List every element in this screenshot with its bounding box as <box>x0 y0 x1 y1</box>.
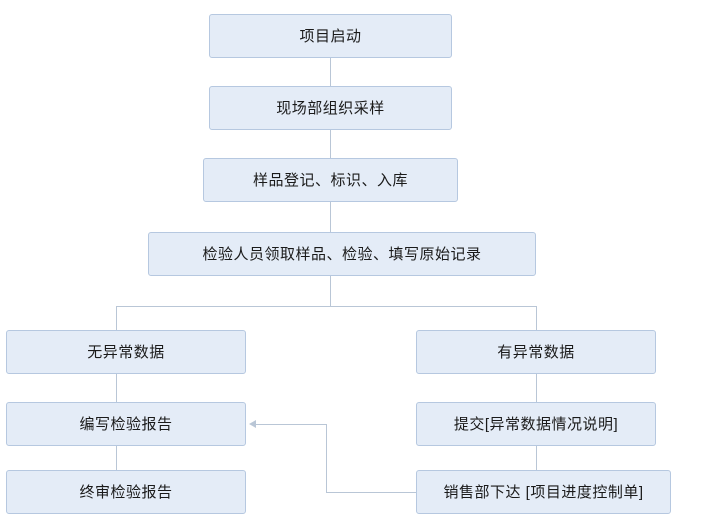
connector-n8-n10 <box>536 446 537 470</box>
node-label: 样品登记、标识、入库 <box>252 171 408 189</box>
connector-n3-n4 <box>330 202 331 232</box>
node-label: 编写检验报告 <box>79 415 173 433</box>
node-submit-abnormal-explanation[interactable]: 提交[异常数据情况说明] <box>416 402 656 446</box>
node-final-report[interactable]: 终审检验报告 <box>6 470 246 514</box>
node-label: 项目启动 <box>299 27 362 45</box>
node-field-sampling[interactable]: 现场部组织采样 <box>209 86 452 130</box>
node-has-abnormal-data[interactable]: 有异常数据 <box>416 330 656 374</box>
node-label: 销售部下达 [项目进度控制单] <box>443 483 644 501</box>
node-sample-registration[interactable]: 样品登记、标识、入库 <box>203 158 458 202</box>
connector-n5-n7 <box>116 374 117 402</box>
node-sales-dept-order[interactable]: 销售部下达 [项目进度控制单] <box>416 470 671 514</box>
connector-n10-feedback-h-top <box>256 424 326 425</box>
connector-n10-feedback-h-bottom <box>326 492 416 493</box>
connector-n6-n8 <box>536 374 537 402</box>
connector-branch-left-drop <box>116 306 117 330</box>
node-label: 无异常数据 <box>87 343 165 361</box>
node-label: 终审检验报告 <box>79 483 173 501</box>
connector-n1-n2 <box>330 58 331 86</box>
connector-branch-bar <box>116 306 536 307</box>
node-project-start[interactable]: 项目启动 <box>209 14 452 58</box>
node-no-abnormal-data[interactable]: 无异常数据 <box>6 330 246 374</box>
node-label: 提交[异常数据情况说明] <box>453 415 619 433</box>
node-label: 检验人员领取样品、检验、填写原始记录 <box>202 245 482 263</box>
connector-branch-right-drop <box>536 306 537 330</box>
arrowhead-to-n7 <box>249 420 256 428</box>
connector-n7-n9 <box>116 446 117 470</box>
node-write-report[interactable]: 编写检验报告 <box>6 402 246 446</box>
connector-n2-n3 <box>330 130 331 158</box>
node-label: 现场部组织采样 <box>276 99 385 117</box>
connector-n4-branch-stem <box>330 276 331 306</box>
node-inspection-record[interactable]: 检验人员领取样品、检验、填写原始记录 <box>148 232 536 276</box>
connector-n10-feedback-v <box>326 424 327 493</box>
node-label: 有异常数据 <box>497 343 575 361</box>
